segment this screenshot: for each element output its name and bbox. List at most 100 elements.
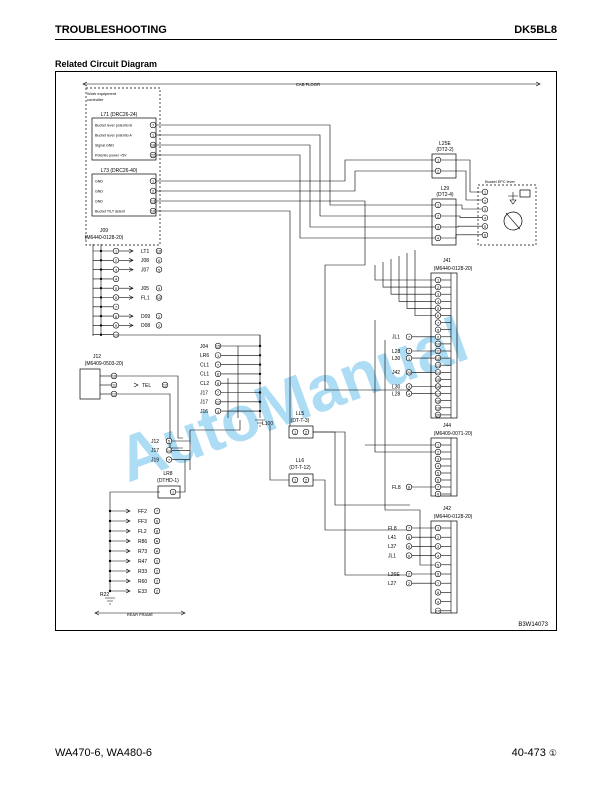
j42-dest-pin-number: 6 <box>408 554 410 558</box>
j09-dest-pin-circle <box>155 294 163 301</box>
j12-pin-circle <box>110 381 118 389</box>
j09-pin-circle <box>112 303 120 310</box>
epc-pin-circle <box>481 197 489 204</box>
arrow-head <box>125 508 131 514</box>
rear-pin-number: A <box>156 550 159 554</box>
j42-pin-circle <box>434 570 442 578</box>
l73-signal-label: GND <box>95 180 103 184</box>
rear-label: R47 <box>138 559 147 565</box>
arrow-head <box>125 548 131 554</box>
j09-dest-pin-number: 9 <box>158 287 160 291</box>
rear-dot <box>108 579 112 583</box>
l73-connector <box>91 173 157 217</box>
l29-pin-number: 3 <box>437 226 439 230</box>
j42-pin-circle <box>434 589 442 596</box>
mid-conn-label: J17 <box>200 390 208 396</box>
epc-pin-number: 2 <box>484 199 486 203</box>
j41-pin-number: 11 <box>436 350 440 354</box>
j44-pin-number: 1 <box>437 444 439 448</box>
j41-dest-label: JL1 <box>392 335 400 341</box>
j09-dot <box>99 259 103 262</box>
j09-pin-number: 6 <box>115 296 117 300</box>
l29-to-epc <box>441 234 482 239</box>
detent-symbol <box>508 192 518 205</box>
controller-region <box>85 87 161 246</box>
j09-pin-number: 2 <box>115 259 117 263</box>
j09-dest-pin-number: 5 <box>158 268 160 272</box>
j09-dest-label: LT1 <box>141 249 149 255</box>
j42-dest-label: JL1 <box>388 553 396 559</box>
model-numbers: WA470-6, WA480-6 <box>55 747 153 759</box>
arrow-head <box>180 610 186 616</box>
mid-conn-label: J16 <box>200 409 208 415</box>
l29-pin-circle <box>434 201 442 209</box>
rear-label: R86 <box>138 539 147 545</box>
l71-connector <box>91 117 157 161</box>
j42-dest-pin-number: 6 <box>408 545 410 549</box>
mid-conn-pin-circle <box>214 361 222 368</box>
mid-conn-pin-number: 4 <box>217 410 219 414</box>
j09-pin-circle <box>112 313 120 320</box>
j09-dest-label: J07 <box>141 267 149 273</box>
l29-pin-circle <box>434 212 442 220</box>
j44-dest-label: FL8 <box>392 485 401 491</box>
j41-pin-number: 10 <box>436 343 440 347</box>
j09-dest-pin-circle <box>155 247 163 255</box>
diagram-heading: Related Circuit Diagram <box>55 59 158 69</box>
l71-pin-number: 1 <box>152 134 154 138</box>
j41-pin-circle <box>434 298 442 305</box>
rear-dot <box>108 559 112 563</box>
j42-pin-number: 5 <box>437 564 439 568</box>
epc-pin-number: 6 <box>484 234 486 238</box>
j42-dest-label: L27 <box>388 581 397 587</box>
arrow-head <box>128 285 134 291</box>
j41-feed <box>374 265 435 281</box>
j09-pin-circle <box>112 322 120 329</box>
j41-pin-circle <box>434 326 442 333</box>
j42-pin-circle <box>434 580 442 587</box>
j09-pin-circle <box>112 285 120 292</box>
l29-to-epc <box>441 225 482 228</box>
j41-dest-pin-number: 7 <box>408 350 410 354</box>
j09-dot <box>99 277 103 281</box>
ll5-out <box>313 431 410 506</box>
j09-pin-circle <box>112 257 120 264</box>
j12-pin-number: 12 <box>112 393 116 397</box>
mid-conn-pin-number: 8 <box>217 382 219 386</box>
j09-pin-number: 5 <box>115 287 117 291</box>
ll6-part: (DT-T-12) <box>289 465 311 471</box>
l71-pin-circle <box>149 131 157 139</box>
j42-pin-number: 2 <box>437 536 439 540</box>
j41-feed <box>398 256 435 302</box>
arrow-head <box>128 248 134 254</box>
rear-label: FL2 <box>138 529 147 535</box>
rear-label: FF3 <box>138 519 147 525</box>
potentiometer-wiper <box>505 212 521 230</box>
l29-to-epc <box>441 215 482 218</box>
j41-pin-number: 8 <box>437 328 439 332</box>
ground-symbol <box>255 419 265 427</box>
mid-conn-label: J17 <box>200 400 208 406</box>
l25e-name: L25E <box>439 141 451 147</box>
j-small-label: J17 <box>151 448 159 454</box>
j42-pin-number: 8 <box>437 591 439 595</box>
j41-part: (M6440-0128-20) <box>434 266 473 272</box>
rear-dot <box>108 519 112 523</box>
l71-signal-label: Potentio power +5V <box>95 154 127 158</box>
l73-title: L73 (DRC26-40) <box>101 168 138 174</box>
section-title: TROUBLESHOOTING <box>55 24 167 36</box>
j41-pin-number: 4 <box>437 300 439 304</box>
rear-pin-number: A <box>156 540 159 544</box>
j-small-pin-circle <box>165 447 173 454</box>
j44-pin-circle <box>434 441 442 449</box>
j41-pin-circle <box>434 355 442 362</box>
mid-conn-label: J04 <box>200 344 208 350</box>
mid-conn-pin-number: 15 <box>216 345 220 349</box>
mid-conn-label: CL2 <box>200 381 209 387</box>
j44-dest-pin-number: 8 <box>408 486 410 490</box>
solenoid-symbol <box>519 189 531 198</box>
j42-pin-number: 10 <box>436 610 440 614</box>
j44-feed <box>374 320 435 453</box>
j41-dest-pin-circle <box>405 333 413 340</box>
revision-mark: ① <box>548 748 557 758</box>
